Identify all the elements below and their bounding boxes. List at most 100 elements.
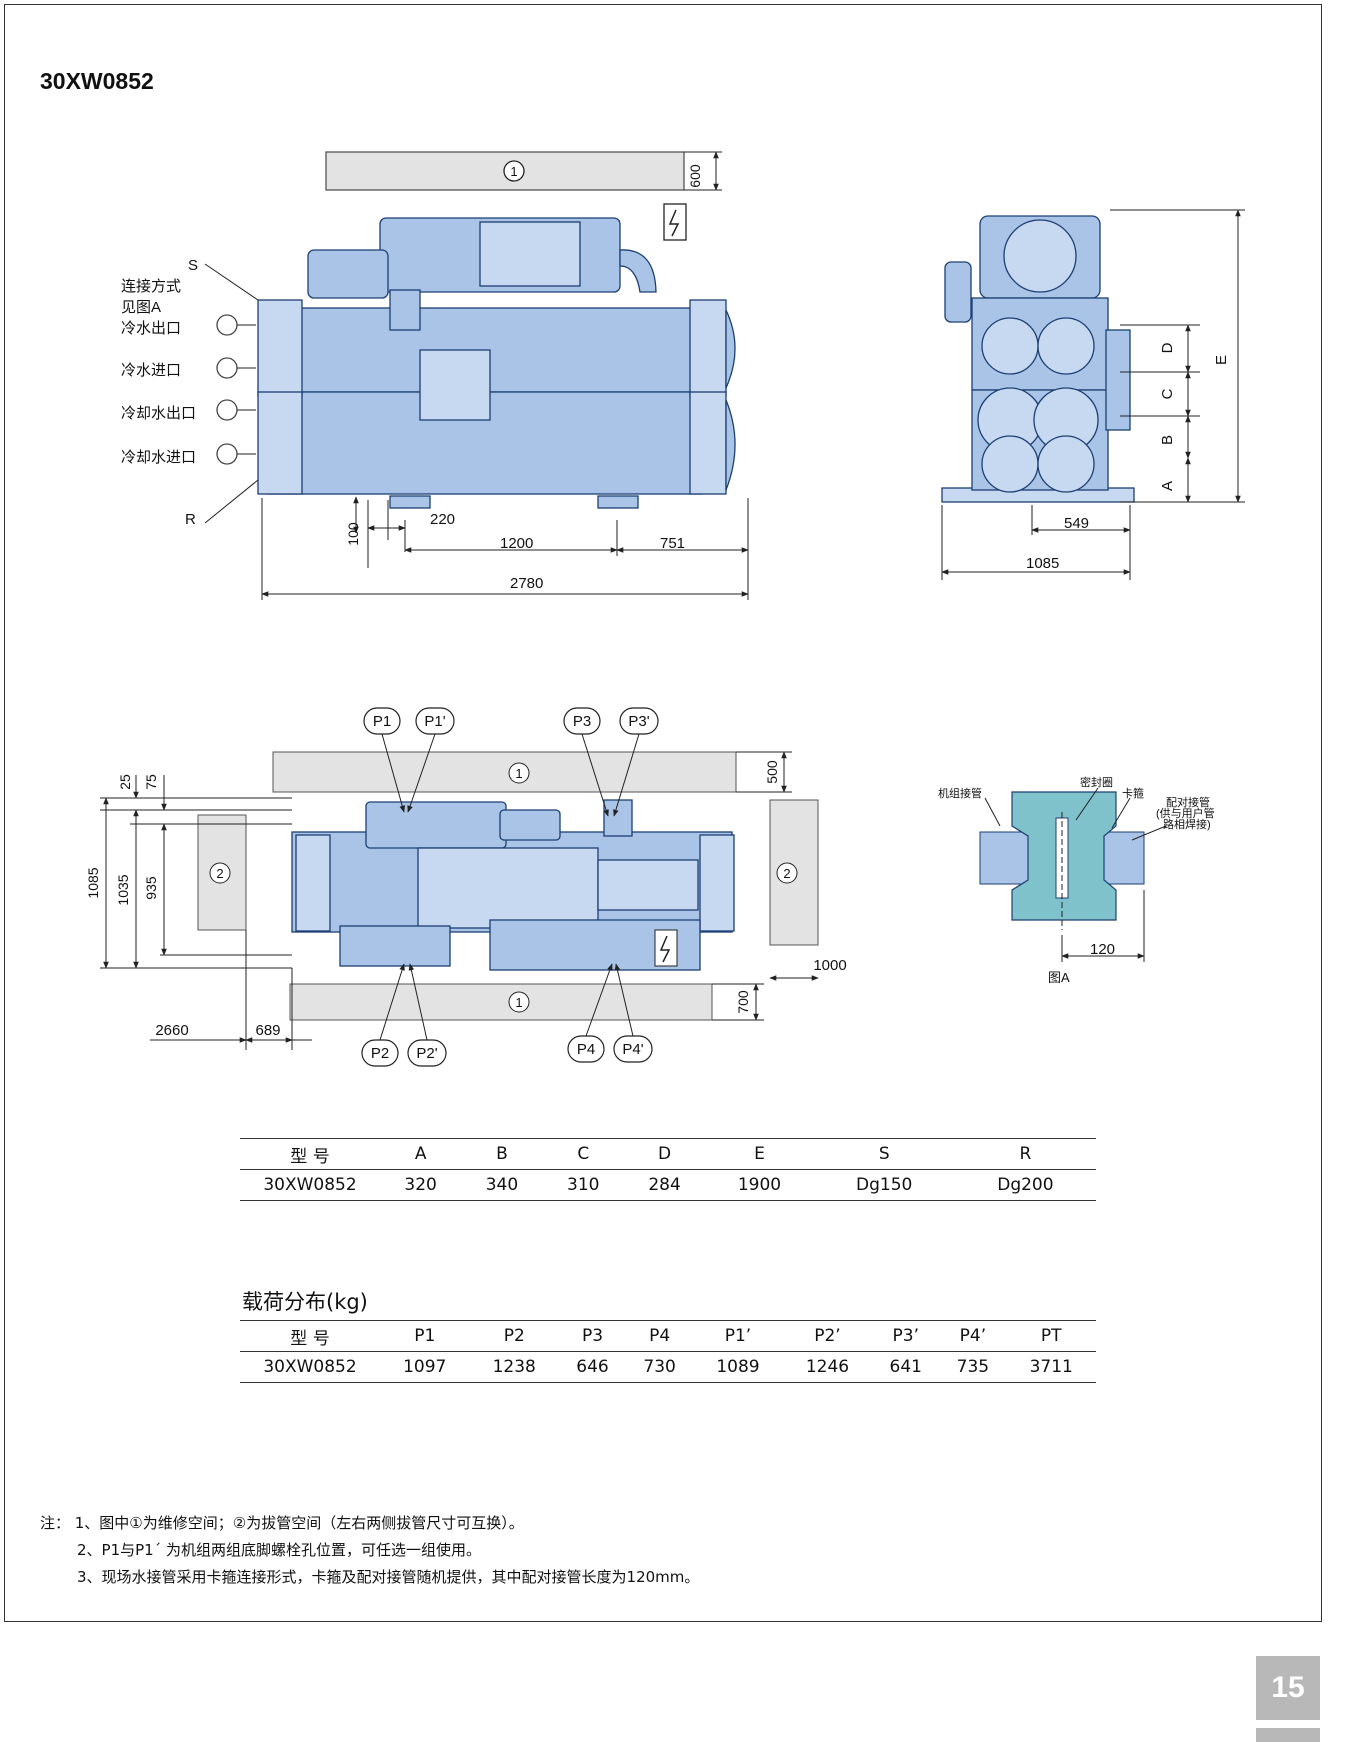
- detail-caption: 图A: [1048, 970, 1070, 985]
- cooler-dome: [725, 309, 736, 389]
- service-marker-1: [503, 160, 525, 182]
- dim-table-cell: 310: [542, 1169, 624, 1201]
- label-conn: 连接方式: [121, 278, 181, 295]
- dim-c: C: [1159, 388, 1176, 399]
- dim-2780: 2780: [510, 575, 543, 592]
- cooler-right-head: [689, 299, 727, 397]
- label-cw-in: 冷却水进口: [121, 449, 196, 466]
- load-table-cell: 30XW0852: [240, 1351, 380, 1383]
- dim-549: 549: [1064, 515, 1089, 532]
- load-table-cell: 735: [939, 1351, 1007, 1383]
- dim-a: A: [1159, 481, 1176, 491]
- side-view: 1: [216, 151, 736, 509]
- dim-d: D: [1159, 342, 1176, 353]
- point-p2: P2: [371, 1045, 389, 1062]
- detail-label-mate-3: 路相焊接): [1163, 817, 1211, 831]
- dim-1085-plan: 1085: [85, 867, 101, 898]
- dim-table-header: R: [954, 1138, 1096, 1170]
- dim-1000: 1000: [813, 957, 846, 974]
- foot-left: [389, 495, 431, 509]
- chw-in-icon: [216, 357, 238, 379]
- chw-out-icon: [216, 314, 238, 336]
- detail-label-seal: 密封圈: [1080, 775, 1113, 789]
- tube-marker-left: 2: [216, 866, 223, 881]
- detail-a: [979, 791, 1145, 930]
- note-1: 注： 1、图中①为维修空间；②为拔管空间（左右两侧拔管尺寸可互换）。: [40, 1514, 524, 1532]
- load-table-header: P3: [558, 1320, 627, 1352]
- dim-600: 600: [687, 164, 703, 188]
- dim-220: 220: [430, 511, 455, 528]
- compressor-panel: [479, 221, 581, 287]
- dim-120: 120: [1090, 941, 1115, 958]
- dim-table-cell: 284: [623, 1169, 706, 1201]
- dim-table-cell: 30XW0852: [240, 1169, 380, 1201]
- dim-100: 100: [345, 522, 361, 546]
- dim-table-cell: Dg200: [954, 1169, 1096, 1201]
- dim-500: 500: [764, 760, 780, 784]
- load-table: 型 号 P1 P2 P3 P4 P1’ P2’ P3’ P4’ PT 30XW0…: [240, 1320, 1096, 1383]
- load-table-cell: 730: [626, 1351, 694, 1383]
- page-frame: [4, 4, 1322, 1622]
- dim-table-cell: Dg150: [813, 1169, 955, 1201]
- label-see-a: 见图A: [121, 299, 161, 316]
- control-box: [419, 349, 491, 421]
- compressor-motor: [307, 249, 389, 299]
- detail-label-clamp: 卡箍: [1122, 786, 1144, 800]
- load-table-cell: 1246: [782, 1351, 873, 1383]
- tube-marker-right: 2: [783, 866, 790, 881]
- dim-935: 935: [143, 876, 159, 900]
- point-p2-prime: P2': [416, 1045, 437, 1062]
- load-table-cell: 1089: [693, 1351, 783, 1383]
- dim-700: 700: [735, 990, 751, 1014]
- cw-in-icon: [216, 443, 238, 465]
- cooler-left-head: [257, 299, 303, 397]
- detail-label-mate-2: (供与用户管: [1156, 806, 1215, 820]
- load-table-cell: 646: [558, 1351, 627, 1383]
- label-s: S: [188, 257, 198, 274]
- dim-table-header: D: [623, 1138, 706, 1170]
- load-table-header: P4: [626, 1320, 694, 1352]
- dim-25: 25: [117, 774, 133, 790]
- dim-75: 75: [143, 774, 159, 790]
- service-marker-1-label: 1: [510, 164, 517, 179]
- detail-label-mate-1: 配对接管: [1166, 795, 1210, 809]
- label-r: R: [185, 511, 196, 528]
- page-number: 15: [1256, 1656, 1320, 1720]
- dim-table-header: A: [380, 1138, 462, 1170]
- load-table-header: P2: [469, 1320, 559, 1352]
- dim-table-header: E: [705, 1138, 814, 1170]
- load-table-header: P1’: [693, 1320, 783, 1352]
- detail-label-unit-pipe: 机组接管: [938, 786, 982, 800]
- foot-right: [597, 495, 639, 509]
- point-p3: P3: [573, 713, 591, 730]
- dim-1085: 1085: [1026, 555, 1059, 572]
- dim-table-cell: 1900: [705, 1169, 814, 1201]
- service-marker-bottom: 1: [515, 995, 522, 1010]
- condenser-right-head: [689, 391, 727, 495]
- condenser-dome: [725, 399, 736, 491]
- discharge-pipe: [619, 249, 657, 293]
- point-p1-prime: P1': [424, 713, 445, 730]
- dim-2660: 2660: [155, 1022, 188, 1039]
- load-table-cell: 1097: [380, 1351, 470, 1383]
- dim-table-header: C: [542, 1138, 624, 1170]
- dim-751: 751: [660, 535, 685, 552]
- dim-table-header: S: [813, 1138, 955, 1170]
- load-table-title: 载荷分布(kg): [242, 1290, 368, 1314]
- load-table-header: PT: [1006, 1320, 1096, 1352]
- plan-view: [197, 751, 819, 1021]
- label-chw-in: 冷水进口: [121, 362, 181, 379]
- load-table-cell: 3711: [1006, 1351, 1096, 1383]
- load-table-header: P2’: [782, 1320, 873, 1352]
- note-3: 3、现场水接管采用卡箍连接形式，卡箍及配对接管随机提供，其中配对接管长度为120…: [77, 1568, 700, 1586]
- load-table-header: P4’: [939, 1320, 1007, 1352]
- point-p4: P4: [577, 1041, 595, 1058]
- dim-table-header: 型 号: [240, 1138, 380, 1170]
- dim-1200: 1200: [500, 535, 533, 552]
- dim-1035: 1035: [115, 874, 131, 905]
- load-table-header: P1: [380, 1320, 470, 1352]
- load-table-cell: 1238: [469, 1351, 559, 1383]
- dim-e: E: [1213, 355, 1230, 365]
- load-table-cell: 641: [872, 1351, 940, 1383]
